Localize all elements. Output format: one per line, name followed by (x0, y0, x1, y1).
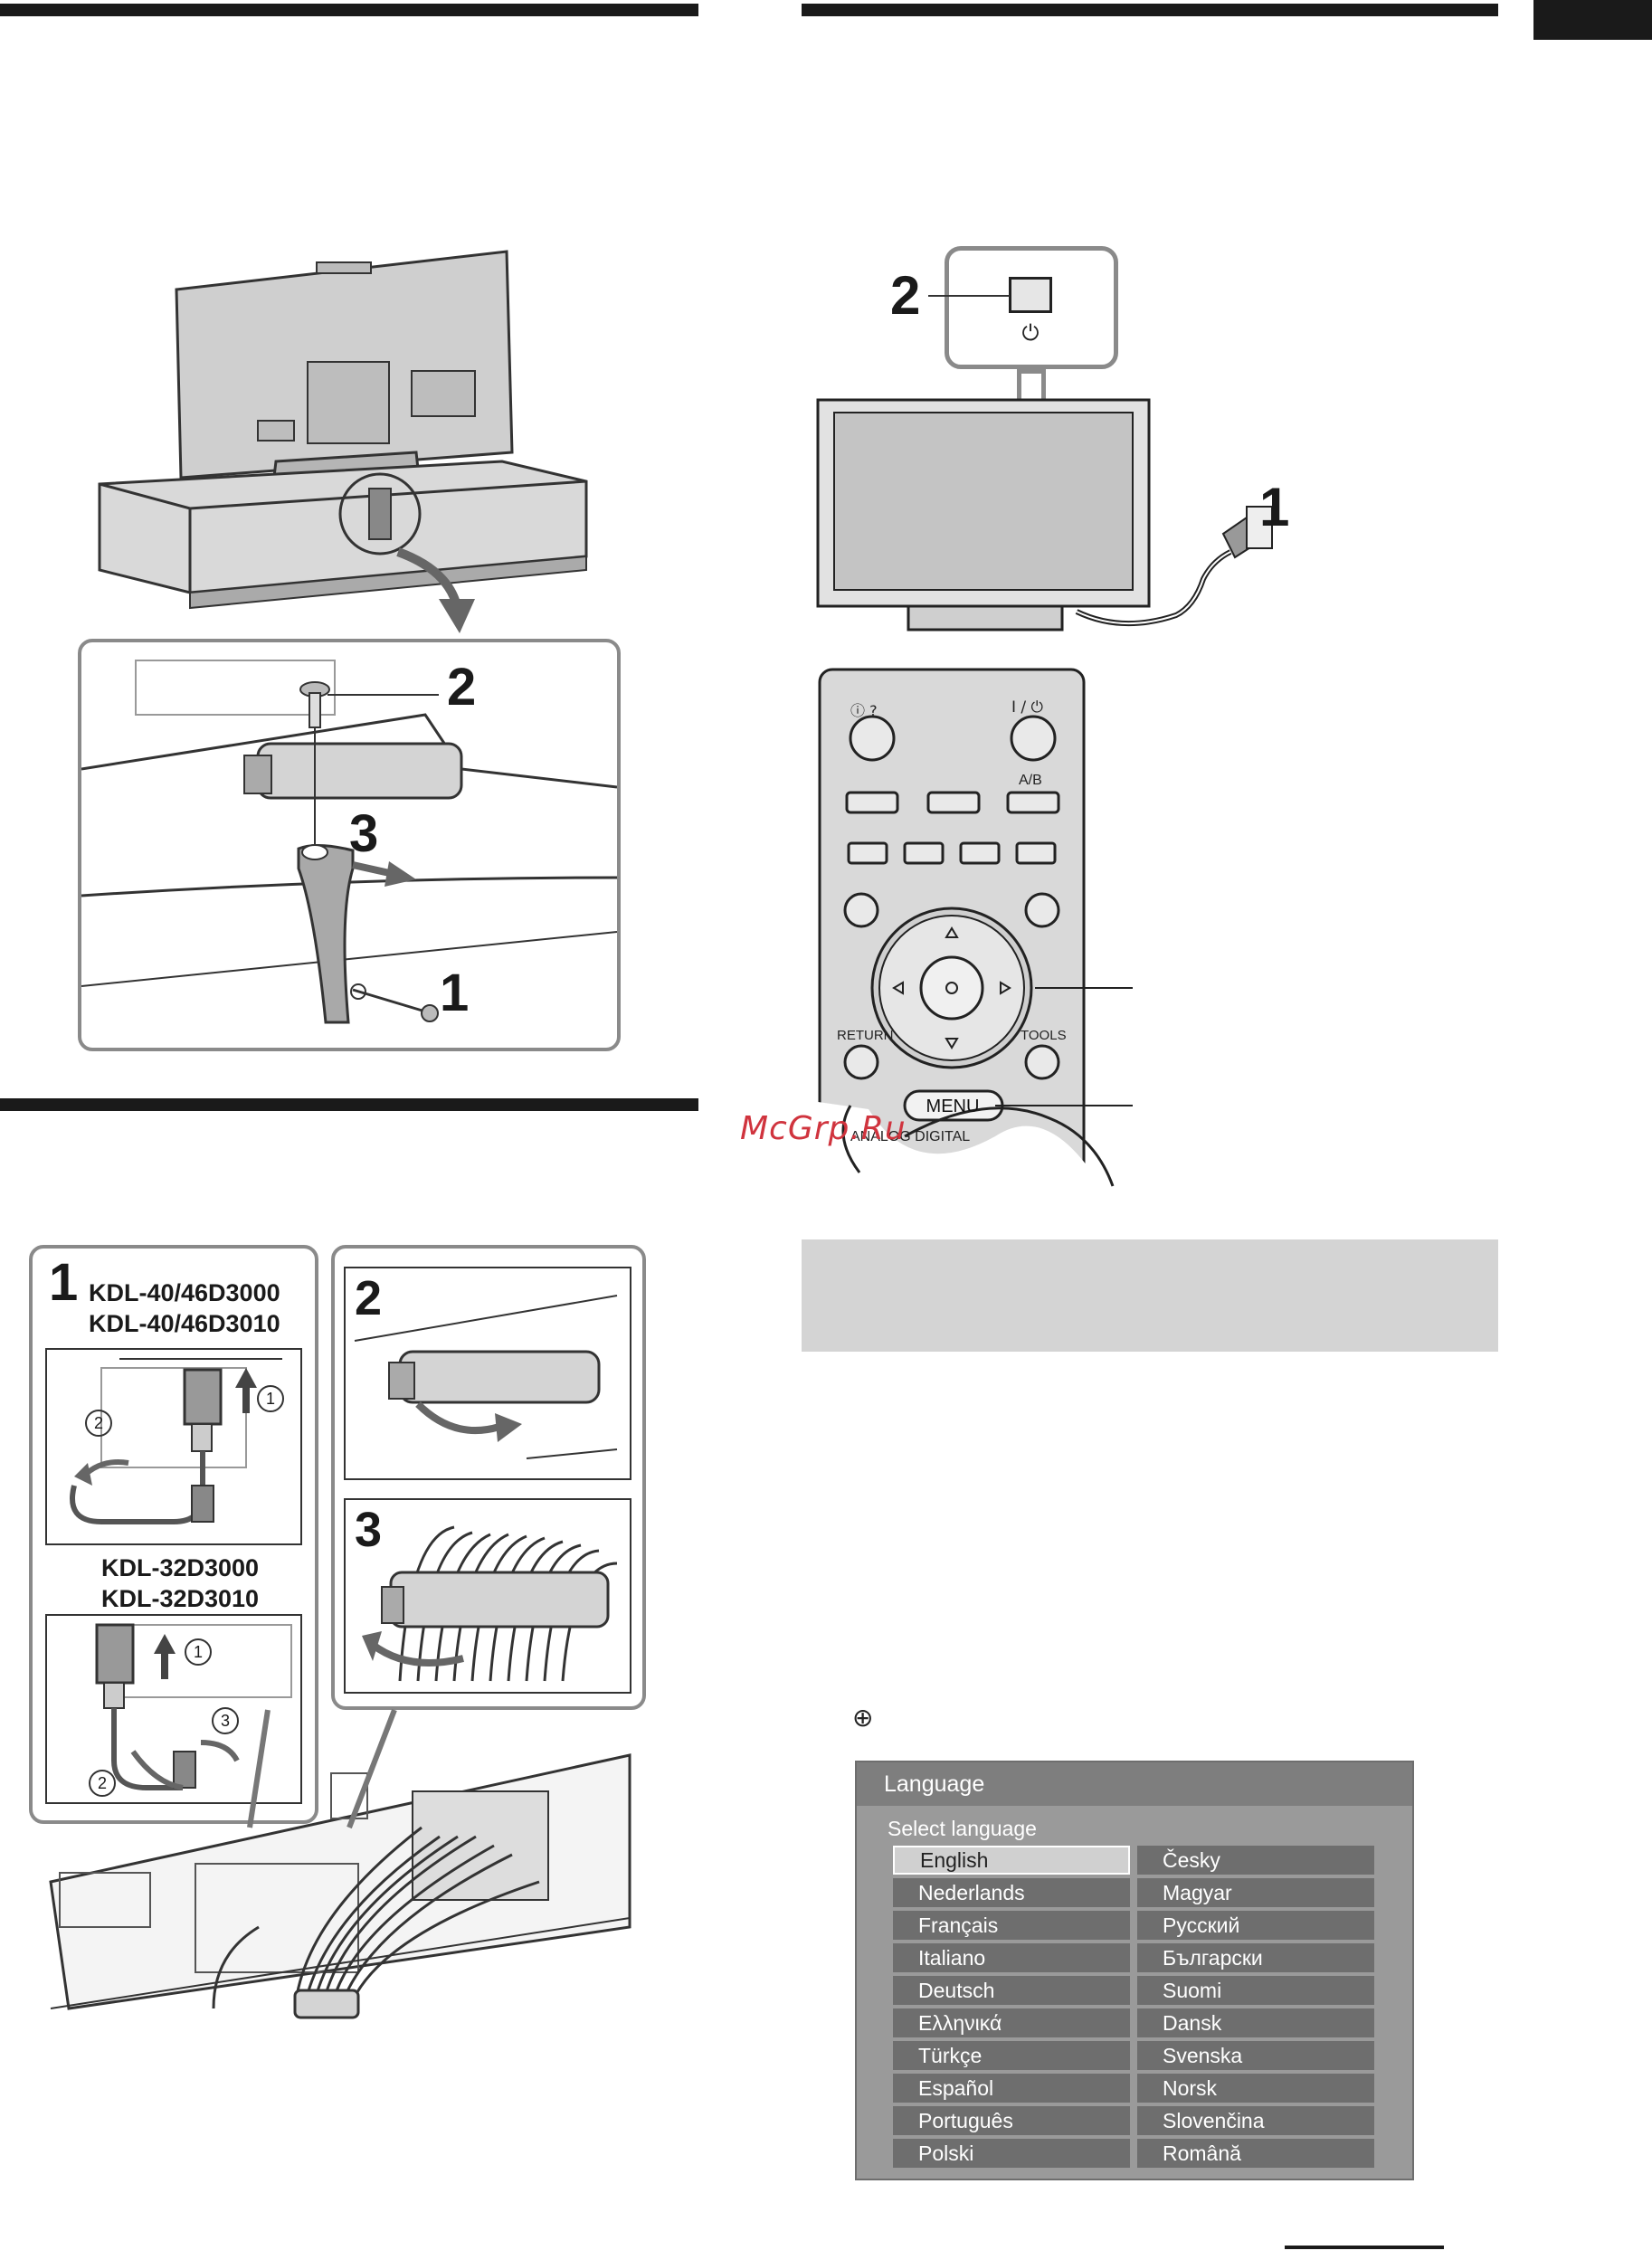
stand-detail-panel (78, 639, 621, 1051)
remote-ab-label: A/B (1019, 773, 1042, 788)
language-menu: Language Select language English Nederla… (855, 1761, 1414, 2180)
cable-unplug-large (45, 1348, 302, 1545)
language-option-magyar[interactable]: Magyar (1137, 1878, 1374, 1907)
remote-return-label: RETURN (837, 1028, 894, 1043)
cable-step-3: 3 (355, 1503, 383, 1557)
circled-b2: 2 (89, 1770, 116, 1797)
cable-step-1: 1 (49, 1253, 79, 1312)
stand-fixing-detail (81, 660, 617, 1024)
language-option-greek[interactable]: Ελληνικά (893, 2008, 1130, 2037)
top-rule-left (0, 4, 698, 16)
cable-holder-bundle (344, 1498, 631, 1694)
circled-a1: 1 (257, 1385, 284, 1412)
language-column-right: Česky Magyar Русский Български Suomi Dan… (1137, 1846, 1374, 2171)
model-large-line1: KDL-40/46D3000 (89, 1279, 280, 1306)
language-option-polski[interactable]: Polski (893, 2139, 1130, 2168)
page-tab-marker (1533, 0, 1652, 40)
language-option-nederlands[interactable]: Nederlands (893, 1878, 1130, 1907)
bottom-rule-right (1285, 2246, 1444, 2249)
remote-bottom-label: ANALOG DIGITAL (850, 1129, 971, 1144)
language-menu-subtitle: Select language (888, 1817, 1037, 1840)
circled-a2: 2 (85, 1410, 112, 1437)
model-small-line2: KDL-32D3010 (101, 1585, 260, 1612)
language-menu-title: Language (857, 1762, 1412, 1806)
remote-top-left-icons: ⓘ ? (850, 702, 878, 719)
note-box (802, 1239, 1498, 1352)
power-step-2: 2 (890, 265, 921, 326)
language-option-turkce[interactable]: Türkçe (893, 2041, 1130, 2070)
power-leader-line (928, 295, 1010, 297)
remote-power-label: I / ⏻ (1011, 698, 1043, 717)
language-option-svenska[interactable]: Svenska (1137, 2041, 1374, 2070)
language-option-russian[interactable]: Русский (1137, 1911, 1374, 1940)
language-option-suomi[interactable]: Suomi (1137, 1976, 1374, 2005)
language-option-portugues[interactable]: Português (893, 2106, 1130, 2135)
cable-holder-open (344, 1267, 631, 1480)
language-option-norsk[interactable]: Norsk (1137, 2074, 1374, 2103)
model-small-line1: KDL-32D3000 (101, 1554, 260, 1581)
model-large-line2: KDL-40/46D3010 (89, 1310, 280, 1337)
tv-rear-cables-illustration (49, 1708, 631, 2019)
stand-step-3: 3 (349, 804, 379, 863)
circled-b3: 3 (212, 1707, 239, 1734)
language-option-francais[interactable]: Français (893, 1911, 1130, 1940)
language-option-deutsch[interactable]: Deutsch (893, 1976, 1130, 2005)
section-rule-cables (0, 1098, 698, 1111)
tv-front-illustration (816, 398, 1273, 631)
remote-menu-button[interactable]: MENU (926, 1097, 980, 1116)
power-step-1: 1 (1259, 477, 1290, 537)
language-column-left: English Nederlands Français Italiano Deu… (893, 1846, 1130, 2171)
language-option-cesky[interactable]: Česky (1137, 1846, 1374, 1875)
language-option-dansk[interactable]: Dansk (1137, 2008, 1374, 2037)
language-option-espanol[interactable]: Español (893, 2074, 1130, 2103)
watermark: McGrp.Ru (740, 1110, 907, 1147)
tv-on-stand-illustration (98, 250, 588, 633)
language-option-slovencina[interactable]: Slovenčina (1137, 2106, 1374, 2135)
stand-step-2: 2 (447, 658, 477, 717)
language-option-bulgarian[interactable]: Български (1137, 1943, 1374, 1972)
language-option-italiano[interactable]: Italiano (893, 1943, 1130, 1972)
tv-power-symbol: ⏻ (1021, 320, 1040, 346)
remote-tools-label: TOOLS (1021, 1028, 1067, 1043)
language-option-english[interactable]: English (893, 1846, 1130, 1875)
joystick-icon: ⊕ (852, 1703, 874, 1733)
language-option-romana[interactable]: Română (1137, 2139, 1374, 2168)
remote-control-illustration (814, 668, 1133, 1191)
circled-b1: 1 (185, 1638, 212, 1666)
tv-power-button[interactable] (1009, 277, 1052, 313)
stand-step-1: 1 (440, 964, 470, 1022)
cable-step-2: 2 (355, 1271, 383, 1325)
top-rule-right (802, 4, 1498, 16)
